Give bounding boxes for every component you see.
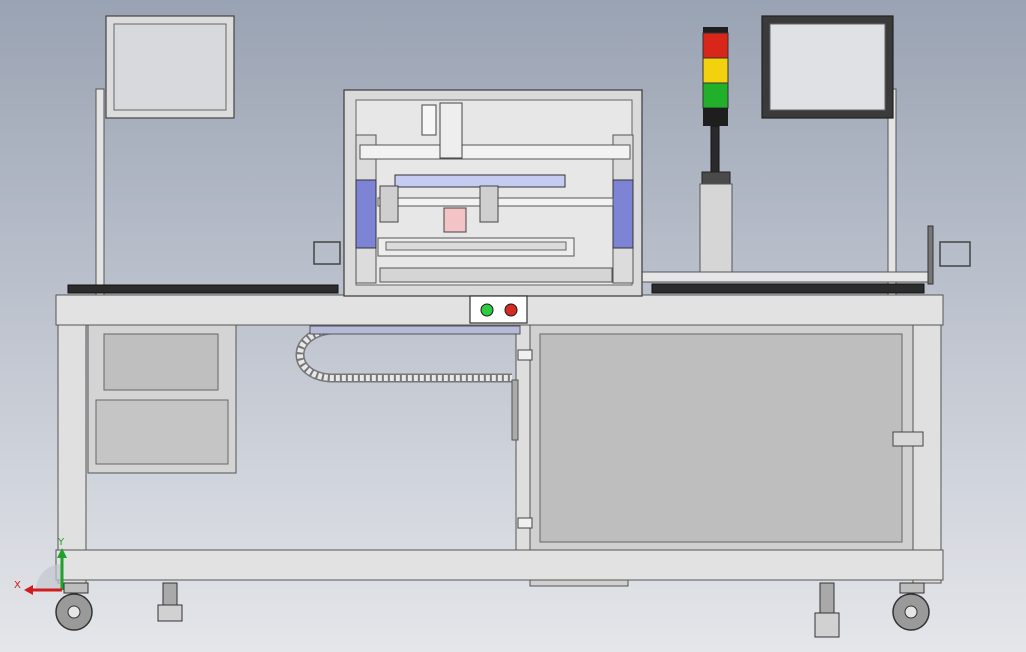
- right-caster: [892, 582, 930, 631]
- door-latch[interactable]: [892, 431, 924, 447]
- stack-light-green: [702, 82, 729, 109]
- left-monitor: [95, 15, 235, 296]
- gantry-enclosure: [343, 89, 643, 297]
- left-leveling-foot: [157, 582, 183, 622]
- left-monitor-screen: [113, 23, 227, 111]
- left-caster: [55, 582, 93, 631]
- right-monitor-screen: [769, 23, 886, 111]
- conveyor-right: [639, 225, 971, 294]
- conveyor-left: [67, 284, 339, 294]
- stop-button[interactable]: [504, 303, 518, 317]
- coordinate-triad: Y X: [14, 537, 67, 595]
- right-cabinet: [517, 324, 924, 551]
- cable-chain: [295, 325, 521, 441]
- left-drawer-unit: [87, 324, 237, 474]
- right-monitor: [761, 15, 897, 296]
- stack-light-red: [702, 32, 729, 59]
- hinge-bottom: [517, 517, 533, 529]
- start-button[interactable]: [480, 303, 494, 317]
- cabinet-door[interactable]: [539, 333, 903, 543]
- y-axis-label: Y: [57, 537, 65, 548]
- stack-light-yellow: [702, 57, 729, 84]
- hinge-top: [517, 349, 533, 361]
- lower-drawer[interactable]: [95, 399, 229, 465]
- x-axis-label: X: [14, 580, 21, 591]
- right-leveling-foot: [814, 582, 840, 638]
- upper-drawer[interactable]: [103, 333, 219, 391]
- stack-light: [699, 27, 733, 277]
- left-handle: [313, 241, 341, 265]
- control-panel: [469, 295, 528, 324]
